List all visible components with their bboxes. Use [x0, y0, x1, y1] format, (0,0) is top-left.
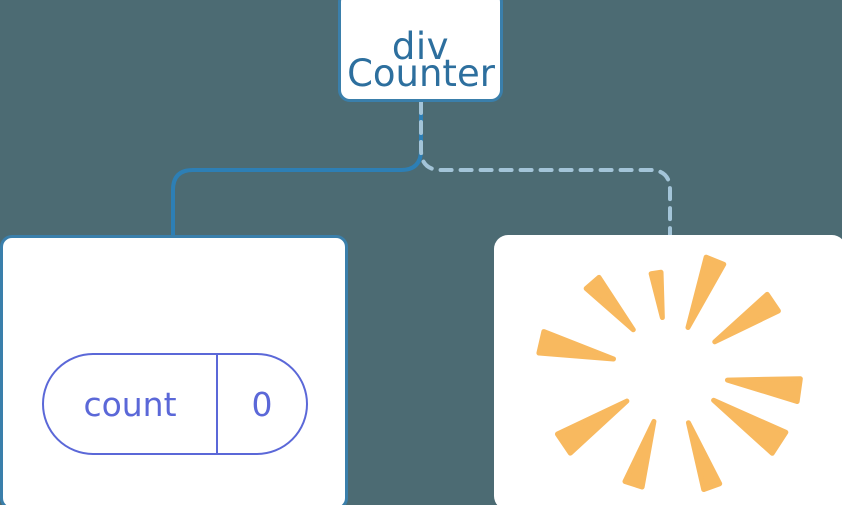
starburst-ray — [712, 291, 781, 345]
prop-pill-count[interactable]: count 0 — [42, 353, 308, 455]
starburst-ray — [724, 376, 803, 404]
starburst-icon — [536, 254, 803, 493]
node-div-label: div — [391, 24, 450, 68]
node-burst[interactable] — [494, 235, 842, 505]
edge-div-to-burst — [419, 100, 672, 239]
starburst-ray — [583, 274, 636, 333]
edge-div-to-counter — [171, 100, 423, 239]
starburst-ray — [648, 269, 665, 321]
prop-key: count — [44, 355, 218, 453]
node-div[interactable]: div — [338, 0, 503, 102]
node-counter-label: Counter — [347, 52, 495, 95]
starburst-ray — [536, 329, 616, 362]
prop-value: 0 — [251, 384, 273, 424]
starburst-ray — [685, 420, 723, 493]
starburst-ray — [685, 254, 727, 330]
starburst-ray — [554, 398, 630, 456]
starburst-ray — [711, 397, 789, 456]
starburst-ray — [622, 418, 657, 490]
